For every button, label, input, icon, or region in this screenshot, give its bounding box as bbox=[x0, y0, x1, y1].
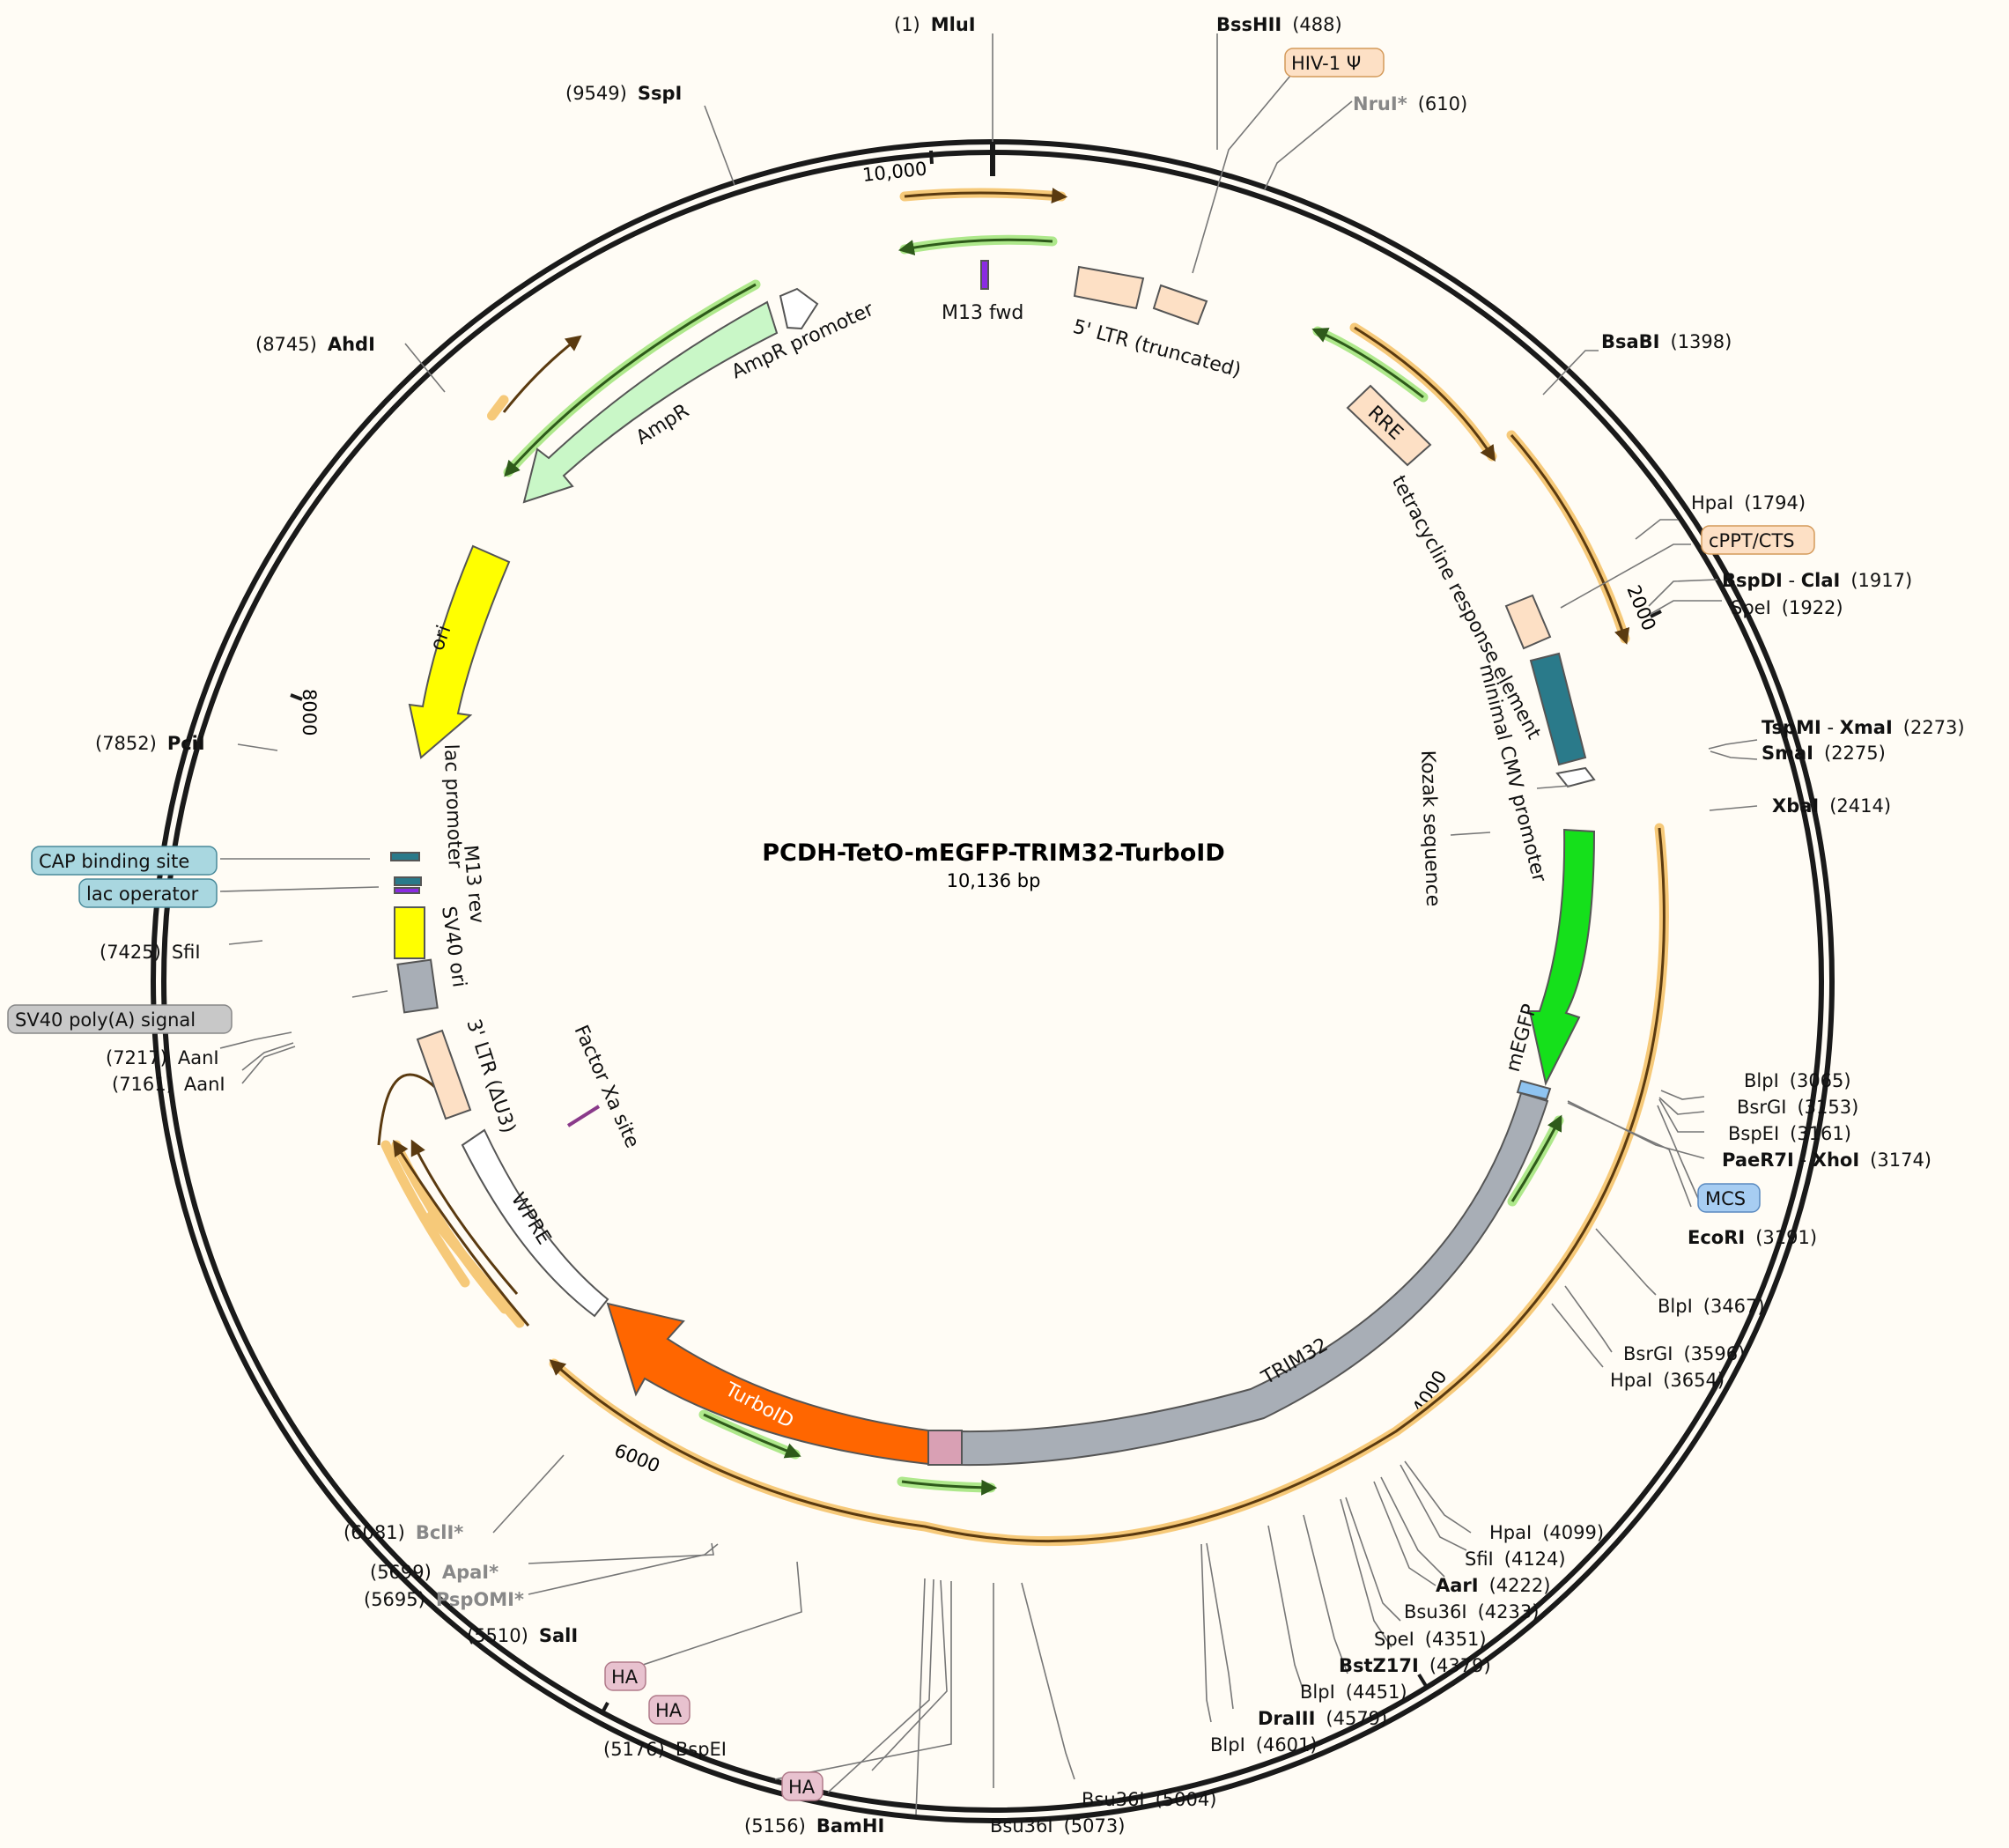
factorxa-shape bbox=[566, 1105, 601, 1127]
ha-tag-label-3: HA bbox=[788, 1777, 816, 1798]
kozak-label: Kozak sequence bbox=[1416, 750, 1444, 906]
site-ecori: EcoRI(3191) bbox=[1688, 1227, 1817, 1248]
site-spei2: SpeI(4351) bbox=[1374, 1629, 1487, 1650]
site-ahdi: (8745)AhdI bbox=[255, 334, 375, 355]
site-xbai: XbaI(2414) bbox=[1772, 795, 1891, 817]
site-labels: (1)MluI BssHII(488) NruI*(610) BsaBI(139… bbox=[95, 14, 1965, 1837]
plasmid-title: PCDH-TetO-mEGFP-TRIM32-TurboID bbox=[762, 839, 1225, 867]
site-nrui: NruI*(610) bbox=[1353, 93, 1467, 115]
site-sali: (5510)SalI bbox=[467, 1625, 578, 1646]
lacprom-label: lac promoter bbox=[439, 743, 466, 869]
lacop-shape bbox=[394, 876, 422, 886]
site-hpai2: HpaI(3654) bbox=[1610, 1370, 1725, 1391]
site-blpi1: BlpI(3065) bbox=[1744, 1070, 1851, 1091]
ori-shape bbox=[408, 544, 511, 759]
site-bsu36i2: Bsu36I(5004) bbox=[1082, 1789, 1216, 1810]
ha-tag-label-2: HA bbox=[655, 1700, 683, 1721]
ampr-shape bbox=[522, 300, 779, 504]
orf-arcs bbox=[377, 188, 1669, 1546]
m13fwd-shape bbox=[980, 260, 989, 290]
tick-label-2000: 2000 bbox=[1622, 582, 1659, 634]
site-paer7i: PaeR7I - XhoI(3174) bbox=[1722, 1149, 1931, 1171]
site-apai: (5699)ApaI* bbox=[370, 1562, 499, 1583]
leader-lines bbox=[219, 33, 1758, 1815]
feature-shapes bbox=[390, 260, 1596, 1467]
factorxa-label: Factor Xa site bbox=[570, 1022, 644, 1151]
site-blpi4: BlpI(4601) bbox=[1210, 1734, 1318, 1756]
site-sspi: (9549)SspI bbox=[565, 83, 682, 104]
plasmid-length: 10,136 bp bbox=[947, 870, 1041, 891]
lac-operator-label: lac operator bbox=[86, 883, 199, 905]
tick-marks bbox=[290, 142, 1662, 1715]
site-bspdi: BspDI - ClaI(1917) bbox=[1722, 570, 1912, 591]
site-bsrgi1: BsrGI(3153) bbox=[1737, 1097, 1858, 1118]
site-bsabi: BsaBI(1398) bbox=[1601, 331, 1732, 352]
cap-shape bbox=[390, 852, 420, 861]
turboid-shape bbox=[606, 1302, 929, 1466]
site-bcli: (6081)BclI* bbox=[343, 1522, 463, 1543]
site-mlui: (1)MluI bbox=[894, 14, 976, 35]
site-sfii1: SfiI(4124) bbox=[1465, 1549, 1566, 1570]
site-pcii: (7852)PciI bbox=[95, 733, 205, 754]
site-bamhi: (5156)BamHI bbox=[744, 1815, 884, 1837]
tre-shape bbox=[1529, 652, 1587, 766]
sv40pa-shape bbox=[394, 906, 425, 959]
trim32-shape bbox=[959, 1091, 1549, 1467]
site-hpai1: HpaI(1794) bbox=[1691, 492, 1806, 514]
site-bspei2: (5176)BspEI bbox=[603, 1739, 727, 1760]
cmv-shape bbox=[1555, 766, 1596, 788]
site-hpai3: HpaI(4099) bbox=[1489, 1522, 1604, 1543]
amprprom-shape bbox=[779, 287, 819, 330]
site-draiii: DraIII(4579) bbox=[1258, 1708, 1387, 1729]
m13rev-shape bbox=[394, 887, 420, 894]
boxed-labels: HIV-1 Ψ cPPT/CTS MCS CAP binding site la… bbox=[7, 48, 1815, 1801]
site-pspomi: (5695)PspOMI* bbox=[364, 1589, 524, 1610]
rre-shape bbox=[1346, 384, 1432, 467]
ltr3-label: 3' LTR (ΔU3) bbox=[462, 1016, 519, 1135]
site-aari: AarI(4222) bbox=[1436, 1575, 1550, 1596]
site-tspmi: TspMI - XmaI(2273) bbox=[1762, 717, 1965, 738]
site-smai: SmaI(2275) bbox=[1762, 743, 1886, 764]
site-aani2: (7217)AanI bbox=[106, 1047, 219, 1068]
cppt-shape bbox=[1504, 594, 1552, 650]
ha-tag-label-1: HA bbox=[611, 1667, 639, 1688]
ltr3-shape bbox=[416, 1029, 472, 1120]
site-bstz17i: BstZ17I(4379) bbox=[1339, 1655, 1491, 1676]
mcs-shape bbox=[1516, 1079, 1552, 1101]
tick-label-8000: 8000 bbox=[299, 689, 320, 736]
sv40ori-shape bbox=[396, 958, 439, 1014]
sv40-polya-label: SV40 poly(A) signal bbox=[15, 1009, 196, 1031]
ltr5-shape bbox=[1073, 265, 1145, 310]
site-spei1: SpeI(1922) bbox=[1731, 597, 1843, 618]
site-aani1: (7161)AanI bbox=[112, 1074, 225, 1095]
site-bsshii: BssHII(488) bbox=[1216, 14, 1342, 35]
tick-label-6000: 6000 bbox=[611, 1439, 663, 1476]
site-bsu36i1: Bsu36I(4233) bbox=[1404, 1601, 1539, 1623]
ltr5-shape-b bbox=[1152, 284, 1208, 326]
ltr5-label: 5' LTR (truncated) bbox=[1070, 316, 1243, 382]
megfp-shape bbox=[1528, 828, 1596, 1086]
site-blpi2: BlpI(3467) bbox=[1658, 1296, 1765, 1317]
mcs-label: MCS bbox=[1705, 1188, 1746, 1209]
ha-shape bbox=[927, 1430, 963, 1466]
primer-arcs bbox=[503, 234, 1564, 1496]
hiv1-psi-label: HIV-1 Ψ bbox=[1291, 53, 1361, 74]
sv40ori-label: SV40 ori bbox=[437, 905, 470, 988]
cppt-cts-label: cPPT/CTS bbox=[1709, 530, 1795, 551]
site-sfii2: (7425)SfiI bbox=[100, 942, 201, 963]
site-bspei1: BspEI(3161) bbox=[1728, 1123, 1851, 1144]
m13fwd-label: M13 fwd bbox=[942, 302, 1023, 324]
site-blpi3: BlpI(4451) bbox=[1300, 1682, 1407, 1703]
site-bsrgi2: BsrGI(3596) bbox=[1623, 1343, 1745, 1364]
cap-binding-site-label: CAP binding site bbox=[39, 851, 189, 872]
site-bsu36i3: Bsu36I(5073) bbox=[990, 1815, 1125, 1837]
wpre-shape bbox=[461, 1128, 609, 1318]
